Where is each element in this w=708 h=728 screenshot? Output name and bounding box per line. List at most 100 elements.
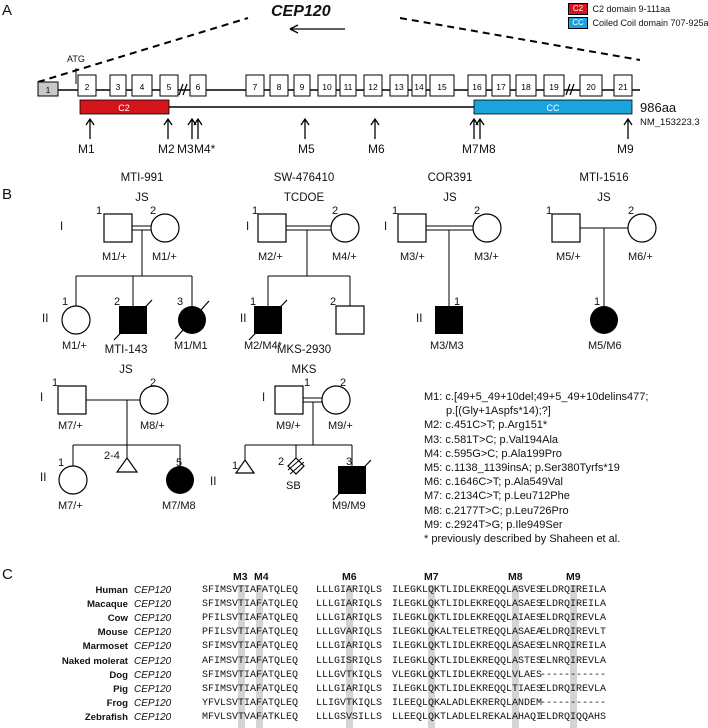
sequence-block: ILEEQLQKALADLEKRERQLANDEM bbox=[392, 697, 543, 709]
mutation-arrow bbox=[163, 117, 173, 139]
individual-number: 5 bbox=[176, 457, 183, 469]
genotype: M1/+ bbox=[62, 340, 87, 352]
sequence-block: SFIMSVTIAFATQLEQ bbox=[202, 683, 299, 695]
mutation-label: M9 bbox=[617, 142, 634, 156]
gene-label: CEP120 bbox=[134, 585, 172, 596]
mutation-legend-line: M2: c.451C>T; p.Arg151* bbox=[424, 419, 548, 432]
miscarriage-triangle bbox=[234, 458, 256, 474]
exon-number: 15 bbox=[437, 82, 447, 92]
exon-box bbox=[579, 74, 603, 97]
stillbirth-label: SB bbox=[286, 480, 301, 492]
mutation-label: M8 bbox=[479, 142, 496, 156]
sequence-block: ILEGKLQKTLIDLEKREQQLASTES bbox=[392, 655, 543, 667]
exon-box bbox=[131, 74, 153, 97]
individual-number: 3 bbox=[346, 456, 353, 468]
exon-number: 2 bbox=[85, 82, 90, 92]
exon-box bbox=[317, 74, 337, 97]
species-name: Macaque bbox=[86, 599, 128, 611]
genotype: M7/+ bbox=[58, 500, 83, 512]
mutation-label: M5 bbox=[298, 142, 315, 156]
exon-box bbox=[429, 74, 455, 97]
family-diagnosis: TCDOE bbox=[283, 192, 325, 204]
exon-box bbox=[467, 74, 487, 97]
genotype: M3/+ bbox=[400, 251, 425, 263]
exon-number: 17 bbox=[496, 82, 506, 92]
pedigree-cor391 bbox=[397, 213, 502, 334]
male-unaffected bbox=[335, 305, 365, 335]
exon-number: 8 bbox=[277, 82, 282, 92]
conserved-column-highlight bbox=[427, 585, 435, 728]
alignment-mutation-header: M3 bbox=[233, 571, 248, 583]
male-unaffected bbox=[103, 213, 133, 243]
sequence-block: ELDRQIREVLA bbox=[540, 613, 607, 625]
generation-label: II bbox=[40, 472, 47, 484]
mutation-label: M7 bbox=[462, 142, 479, 156]
gene-label: CEP120 bbox=[134, 641, 172, 653]
female-unaffected bbox=[61, 305, 91, 335]
exon-number: 16 bbox=[472, 82, 482, 92]
mutation-arrow bbox=[85, 117, 95, 139]
individual-number: 1 bbox=[392, 205, 399, 217]
genotype: M5/M6 bbox=[588, 340, 622, 352]
legend-c2: C2 C2 domain 9-111aa bbox=[568, 0, 708, 15]
exon-box bbox=[613, 74, 633, 97]
exon-number: 1 bbox=[46, 85, 51, 95]
pedigree-mti-991 bbox=[61, 213, 210, 341]
species-name: Cow bbox=[107, 613, 128, 625]
mutation-legend-line: M4: c.595G>C; p.Ala199Pro bbox=[424, 447, 562, 460]
exon-box bbox=[159, 74, 179, 97]
species-name: Zebrafish bbox=[84, 711, 128, 723]
species-name: Frog bbox=[106, 697, 128, 709]
species-name: Pig bbox=[113, 683, 128, 695]
species-name: Marmoset bbox=[82, 641, 128, 653]
genotype: M8/+ bbox=[140, 420, 165, 432]
mutation-arrow bbox=[370, 117, 380, 139]
cc-domain-label: CC bbox=[547, 103, 560, 113]
exon-box bbox=[543, 74, 565, 97]
sequence-block: VLEGKLQKTLIDLEKREQQLVLAES bbox=[392, 669, 543, 681]
mutation-markers bbox=[85, 117, 633, 139]
gene-label: CEP120 bbox=[134, 627, 172, 639]
individual-number: 1 bbox=[58, 457, 65, 469]
family-id: MTI-991 bbox=[120, 172, 164, 184]
panel-c-label: C bbox=[2, 566, 13, 583]
genotype: M7/M8 bbox=[162, 500, 196, 512]
female-affected bbox=[166, 466, 194, 494]
generation-label: I bbox=[262, 392, 266, 404]
alignment-mutation-header: M4 bbox=[254, 571, 269, 583]
exon-box bbox=[37, 81, 59, 97]
individual-number: 1 bbox=[250, 296, 257, 308]
individual-number: 2 bbox=[150, 377, 157, 389]
genotype: M1/M1 bbox=[174, 340, 208, 352]
generation-label: I bbox=[60, 221, 64, 233]
mutation-arrow bbox=[623, 117, 633, 139]
individual-number: 1 bbox=[304, 377, 311, 389]
genotype: M9/+ bbox=[328, 420, 353, 432]
sequence-block: ----------- bbox=[540, 697, 607, 709]
sequence-block: SFIMSVTIAFATQLEQ bbox=[202, 585, 299, 596]
conserved-column-highlight bbox=[511, 585, 519, 728]
gene-label: CEP120 bbox=[134, 613, 172, 625]
sequence-block: LLLGIARIQLS bbox=[316, 599, 383, 611]
family-id: SW-476410 bbox=[273, 172, 335, 184]
family-id: COR391 bbox=[427, 172, 473, 184]
sequence-block: ILEGKLQKTLIDLEKREQQLASVES bbox=[392, 585, 543, 596]
exon-box bbox=[189, 74, 207, 97]
individual-number: 2 bbox=[474, 205, 481, 217]
generation-label: II bbox=[416, 313, 423, 325]
individual-number: 1 bbox=[594, 296, 601, 308]
individual-number: 2-4 bbox=[104, 450, 120, 462]
sequence-block: SFIMSVTIAFATQLEQ bbox=[202, 669, 299, 681]
generation-label: II bbox=[240, 313, 247, 325]
sequence-block: ELNRQIREILA bbox=[540, 641, 607, 653]
genotype: M2/M4* bbox=[244, 340, 282, 352]
alignment-mutation-header: M9 bbox=[566, 571, 581, 583]
genotype: M3/+ bbox=[474, 251, 499, 263]
sequence-block: SFIMSVTIAFATQLEQ bbox=[202, 641, 299, 653]
legend-cc-text: Coiled Coil domain 707-925aa bbox=[592, 17, 708, 28]
gene-label: CEP120 bbox=[134, 669, 172, 681]
family-diagnosis: JS bbox=[597, 192, 611, 204]
pedigrees bbox=[57, 213, 657, 501]
